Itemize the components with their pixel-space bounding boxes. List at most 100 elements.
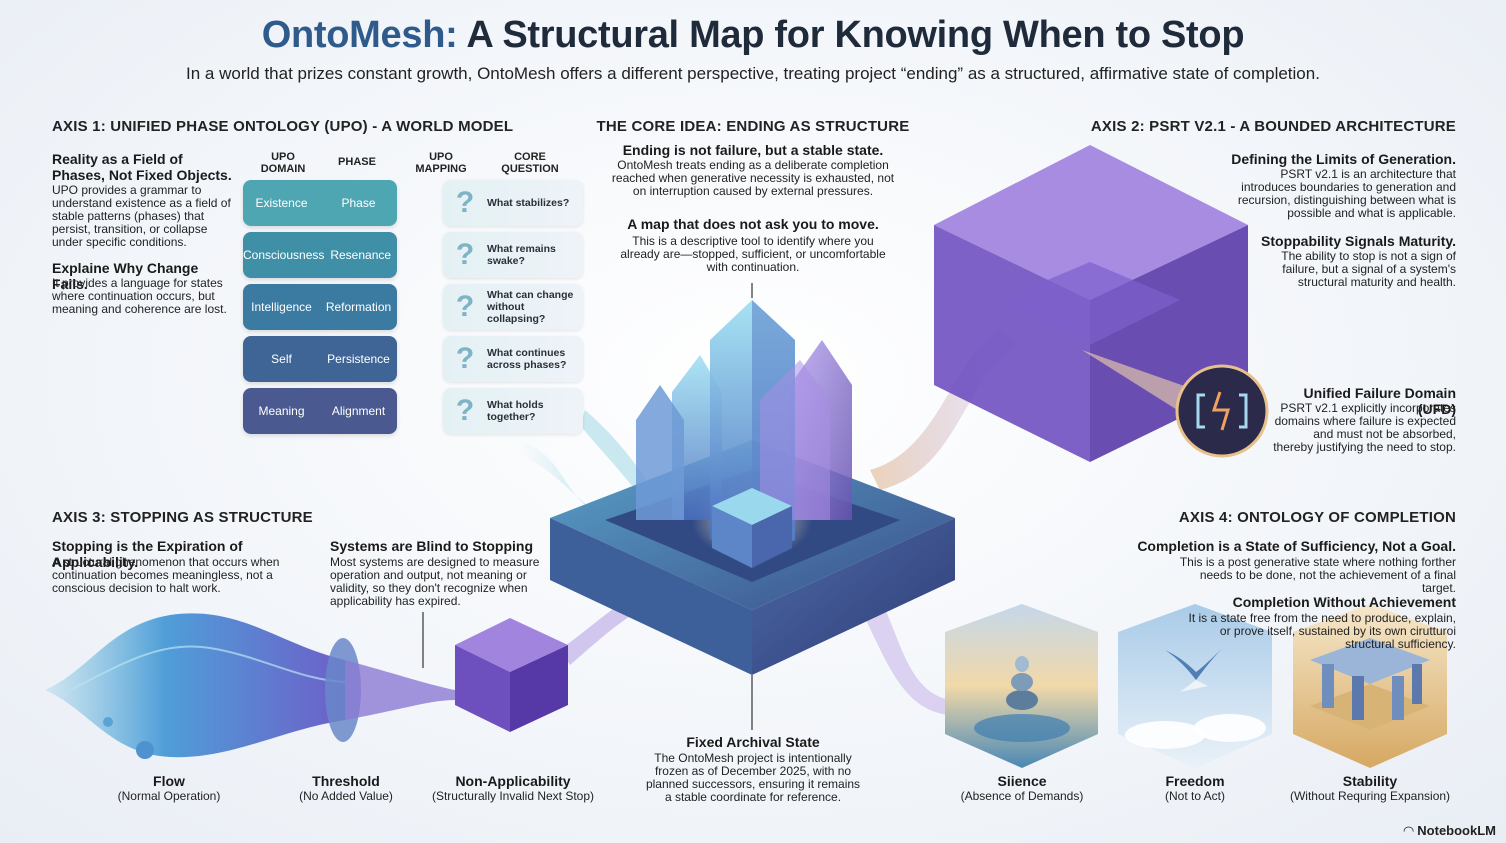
crystal-left-outer — [672, 355, 722, 520]
stability-pillar-1 — [1322, 664, 1334, 708]
na-cube-right — [510, 645, 568, 732]
small-cube-left — [712, 506, 752, 568]
question-mark-icon: ? — [455, 394, 475, 427]
flow-sublabel: (Normal Operation) — [117, 789, 221, 803]
core-heading: THE CORE IDEA: ENDING AS STRUCTURE — [596, 118, 910, 135]
stability-pillar-3 — [1392, 676, 1404, 720]
fixed-archival-body: The OntoMesh project is intentionally fr… — [645, 751, 861, 804]
title-brand: OntoMesh: — [261, 14, 458, 56]
core-question-text: What continues across phases? — [487, 347, 567, 371]
stability-pillar-4 — [1412, 664, 1422, 704]
flow-bubble-2 — [103, 717, 113, 727]
non-applicability-label: Non-Applicability — [455, 773, 571, 789]
upo-domain-cell: Existence — [255, 196, 308, 210]
axis2-body-1: PSRT v2.1 is an architecture that introd… — [1237, 167, 1456, 220]
upo-phase-cell: Phase — [341, 196, 376, 210]
question-mark-icon: ? — [455, 290, 475, 323]
silence-label: Siience — [997, 773, 1047, 789]
axis3-title-2: Systems are Blind to Stopping — [330, 538, 534, 554]
ufd-bolt — [1211, 391, 1231, 431]
axis2-title-1: Defining the Limits of Generation. — [1231, 151, 1456, 167]
axis2-heading: AXIS 2: PSRT V2.1 - A BOUNDED ARCHITECTU… — [1090, 118, 1456, 135]
page-title: OntoMesh: A Structural Map for Knowing W… — [0, 14, 1506, 57]
axis1-block1-title: Reality as a Field of Phases, Not Fixed … — [52, 151, 232, 183]
axis4-heading: AXIS 4: ONTOLOGY OF COMPLETION — [1178, 509, 1456, 526]
axis4-body-1: This is a post generative state where no… — [1179, 555, 1456, 595]
flow-bubble-1 — [136, 741, 154, 759]
core-question-card: ? What can change without collapsing? — [443, 284, 583, 330]
threshold-sublabel: (No Added Value) — [299, 789, 393, 803]
upo-row-3: Self Persistence — [243, 336, 397, 382]
axis2-body-3: PSRT v2.1 explicitly incorporates domain… — [1273, 401, 1456, 454]
col-header-upo-domain: UPO DOMAIN — [260, 151, 306, 175]
axis2-cube-inner — [1000, 262, 1180, 345]
axis1-block1-body: UPO provides a grammar to understand exi… — [52, 183, 231, 249]
upo-domain-cell: Meaning — [258, 404, 305, 418]
core-question-text: What remains swake? — [487, 243, 556, 267]
silence-sublabel: (Absence of Demands) — [960, 789, 1084, 803]
upo-phase-cell: Reformation — [325, 300, 392, 314]
axis3-title-1: Stopping is the Expiration of Applicabil… — [52, 538, 243, 570]
ufd-beam — [1082, 350, 1190, 418]
upo-domain-cell: Consciousness — [243, 248, 325, 262]
silence-stone-2 — [1011, 673, 1033, 691]
col-header-phase: PHASE — [338, 156, 376, 168]
axis3-heading: AXIS 3: STOPPING AS STRUCTURE — [52, 509, 313, 526]
stream-left-upper — [520, 440, 640, 540]
core-question-text: What can change without collapsing? — [487, 289, 574, 325]
upo-domain-cell: Self — [271, 352, 292, 366]
na-cube-top — [455, 618, 568, 672]
axis3-body-2: Most systems are designed to measure ope… — [330, 555, 540, 608]
core-question-card: ?What stabilizes? — [443, 180, 583, 226]
notebooklm-icon: ◠ — [1403, 823, 1418, 838]
silence-water — [974, 714, 1070, 742]
axis1-block2-title: Explaine Why Change Fails. — [52, 260, 199, 292]
flow-wave-line — [69, 645, 346, 691]
core-title-1: Ending is not failure, but a stable stat… — [622, 142, 884, 158]
stability-label: Stability — [1342, 773, 1398, 789]
upo-phase-cell: Persistence — [327, 352, 390, 366]
na-cube-left — [455, 645, 510, 732]
base-left-face — [550, 518, 752, 675]
axis4-title-1: Completion is a State of Sufficiency, No… — [1137, 538, 1456, 554]
core-question-card: ? What holds together? — [443, 388, 583, 434]
freedom-label: Freedom — [1165, 773, 1225, 789]
upo-row-1: Consciousness Resenance — [243, 232, 397, 278]
base-right-face — [752, 518, 955, 675]
stability-sublabel: (Without Requring Expansion) — [1289, 789, 1451, 803]
core-question-text: What holds together? — [487, 399, 544, 423]
core-body-2: This is a descriptive tool to identify w… — [620, 234, 886, 274]
freedom-bird — [1165, 645, 1226, 680]
freedom-bird-body — [1180, 680, 1208, 692]
axis3-body-1: A structural ghenomenon that occurs when… — [52, 555, 280, 595]
notebooklm-label: NotebookLM — [1417, 823, 1496, 838]
col-header-upo-mapping: UPO MAPPING — [415, 151, 467, 175]
freedom-cloud-1 — [1125, 721, 1205, 749]
non-applicability-sublabel: (Structurally Invalid Next Stop) — [431, 789, 595, 803]
core-question-card: ? What continues across phases? — [443, 336, 583, 382]
upo-domain-cell: Intelligence — [251, 300, 312, 314]
upo-row-4: Meaning Alignment — [243, 388, 397, 434]
axis4-body-2: It is a state free from the need to prod… — [1188, 611, 1457, 651]
page-subtitle: In a world that prizes constant growth, … — [186, 64, 1320, 83]
freedom-sublabel: (Not to Act) — [1164, 789, 1226, 803]
flow-wave — [45, 613, 345, 758]
question-mark-icon: ? — [455, 342, 475, 375]
upo-row-0: Existence Phase — [243, 180, 397, 226]
stability-roof — [1310, 638, 1430, 684]
upo-phase-cell: Resenance — [330, 248, 392, 262]
title-rest: A Structural Map for Knowing When to Sto… — [466, 14, 1245, 56]
axis1-block2-body: It provides a language for states where … — [52, 276, 227, 316]
core-question-card: ? What remains swake? — [443, 232, 583, 278]
small-cube-right — [752, 506, 792, 568]
axis2-cube-top — [934, 145, 1248, 300]
upo-row-2: Intelligence Reformation — [243, 284, 397, 330]
threshold-funnel — [345, 660, 455, 720]
small-cube-top — [712, 488, 792, 525]
question-mark-icon: ? — [455, 238, 475, 271]
notebooklm-brand: ◠ NotebookLM — [1404, 823, 1496, 839]
stability-pillar-2 — [1352, 676, 1364, 720]
question-mark-icon: ? — [455, 186, 475, 219]
upo-phase-cell: Alignment — [331, 404, 386, 418]
